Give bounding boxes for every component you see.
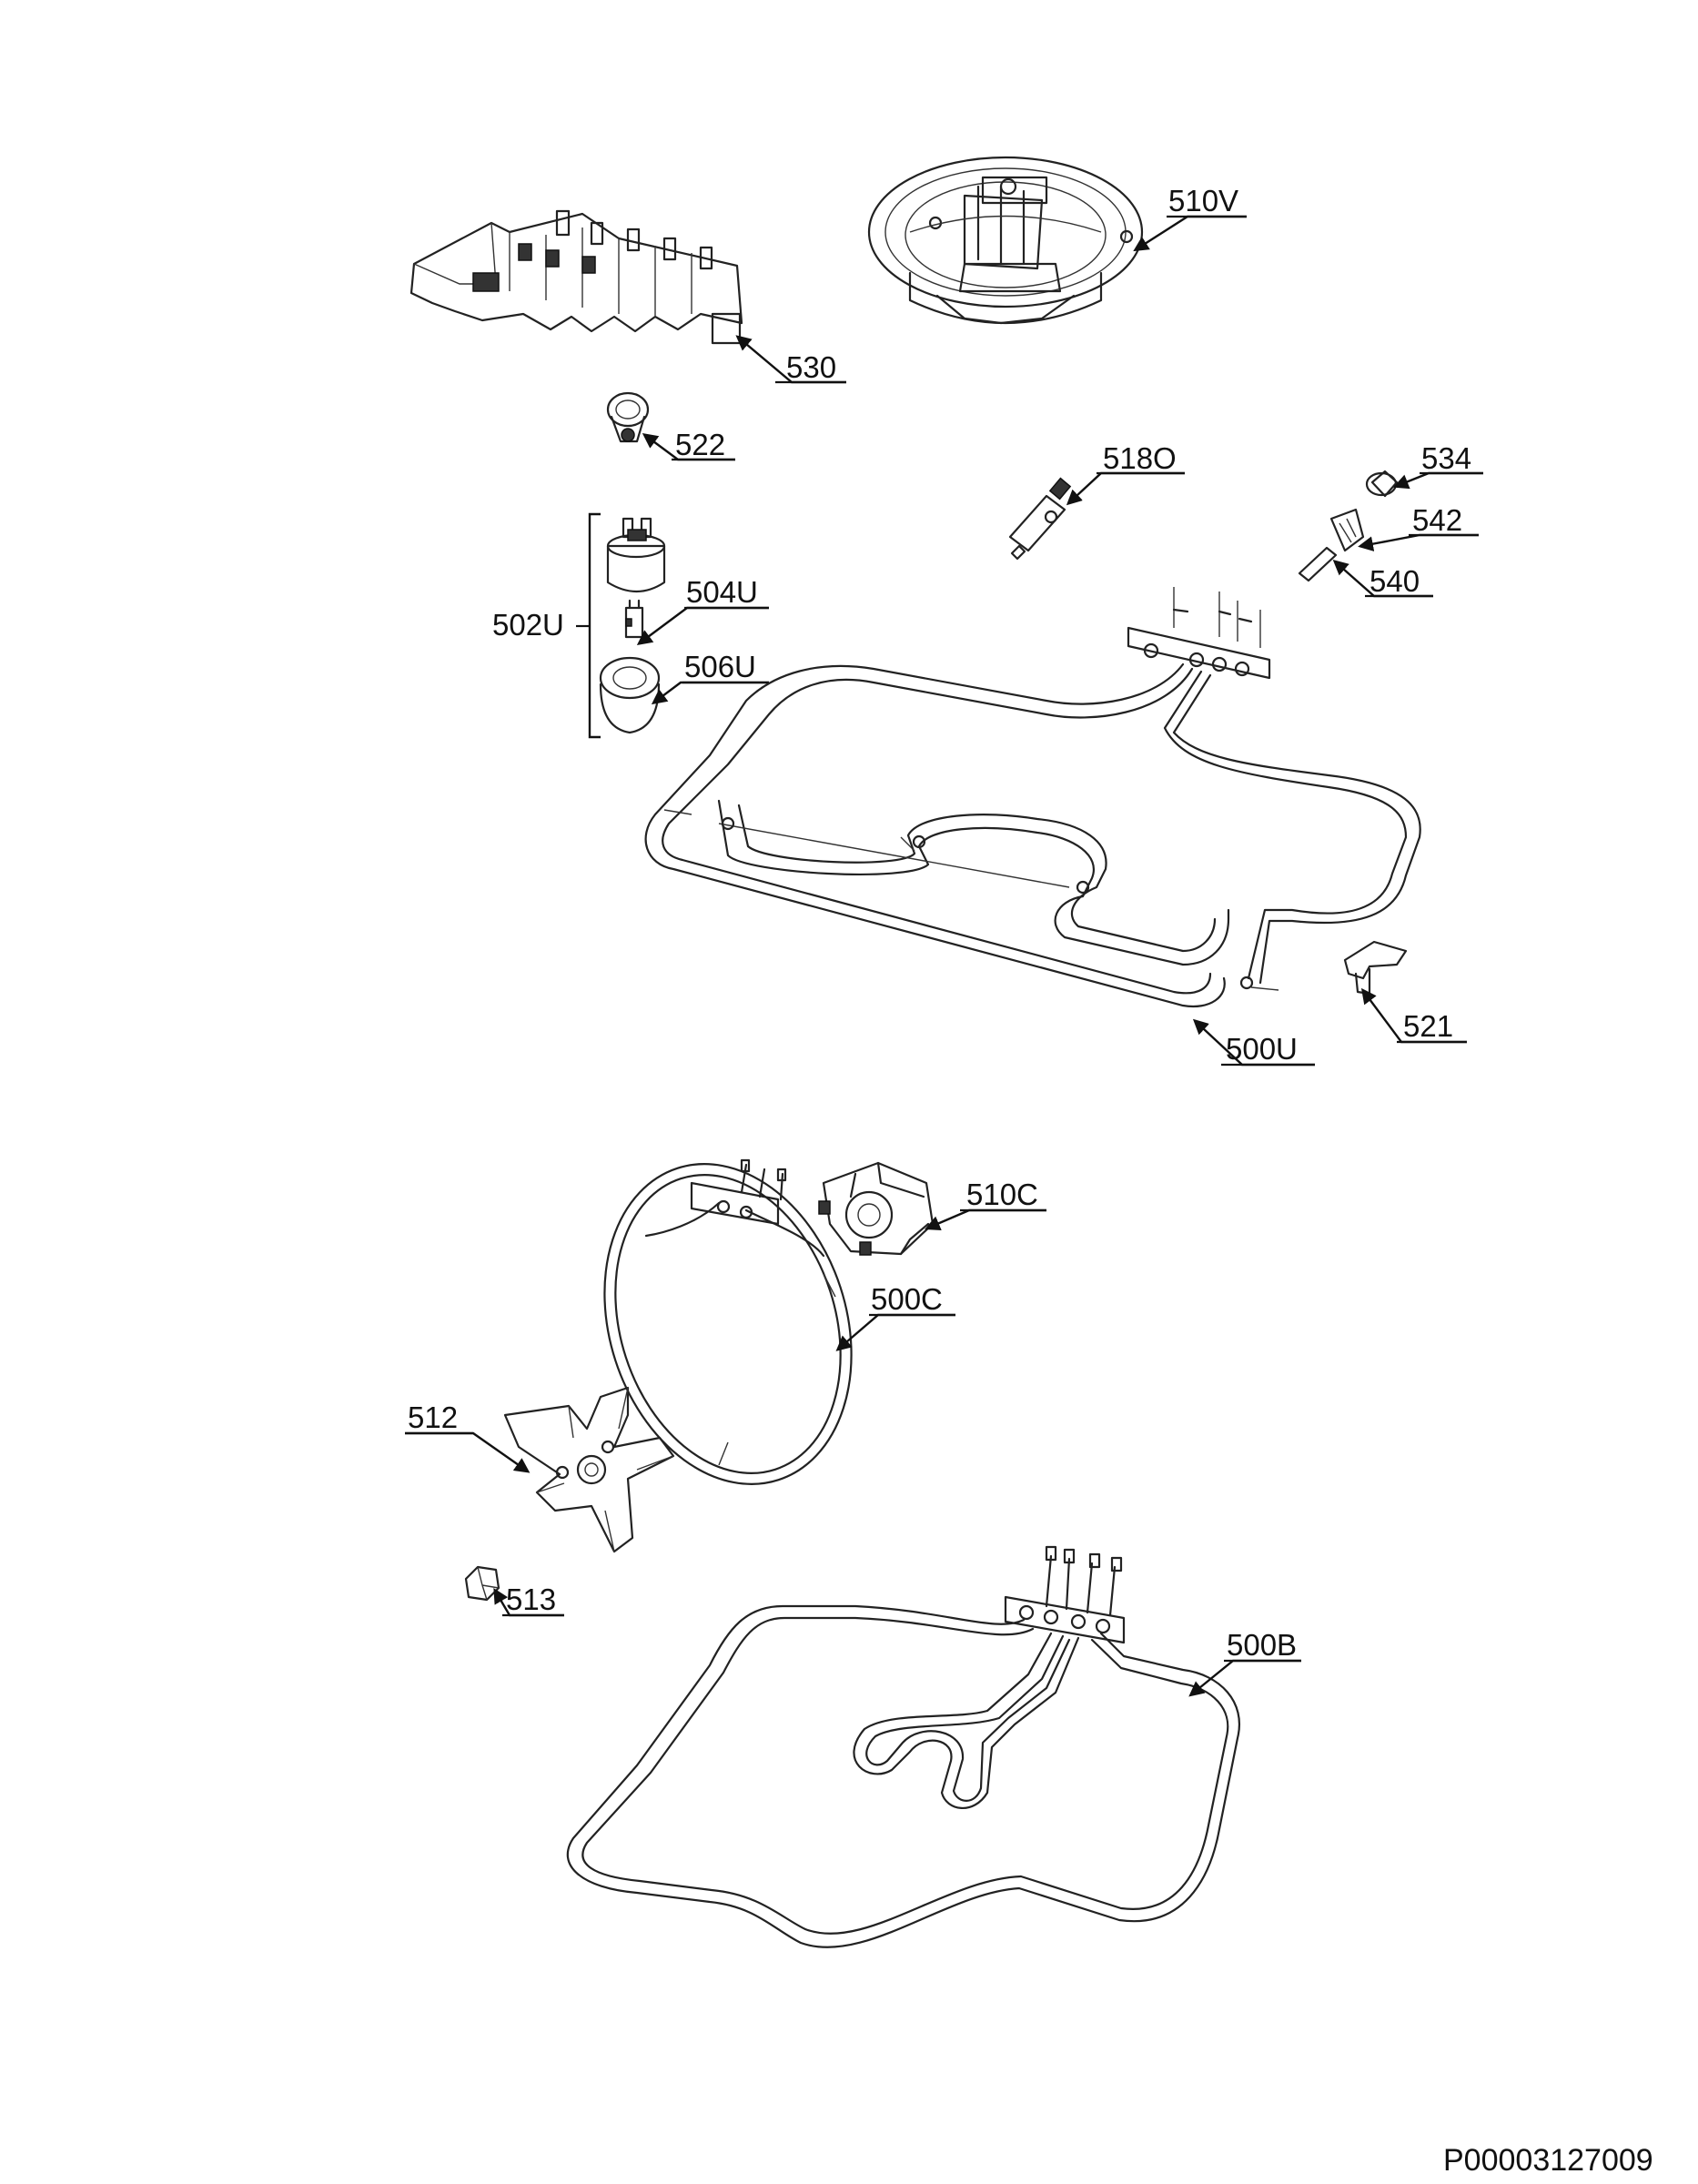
leader-504U: 504U	[636, 575, 769, 646]
label-500B: 500B	[1227, 1628, 1297, 1662]
leader-500U: 500U	[1192, 1018, 1315, 1067]
convection-fan-motor-510C	[818, 1161, 935, 1256]
lamp-holder	[606, 517, 666, 592]
lens-542	[1329, 508, 1365, 552]
label-510V: 510V	[1168, 184, 1238, 217]
leader-510C: 510C	[925, 1178, 1046, 1231]
leader-518O: 518O	[1066, 441, 1185, 506]
label-513: 513	[506, 1582, 556, 1616]
label-518O: 518O	[1103, 441, 1177, 475]
leader-512: 512	[405, 1400, 531, 1473]
label-542: 542	[1412, 503, 1462, 537]
clip-522	[606, 391, 650, 443]
label-521: 521	[1403, 1009, 1453, 1043]
lamp-bulb-504U	[624, 599, 644, 639]
label-530: 530	[786, 350, 836, 384]
document-id: P00003127009	[1443, 2143, 1653, 2178]
leader-521: 521	[1360, 987, 1467, 1044]
lamp-cover-506U	[599, 656, 661, 734]
circular-heating-element-500C	[603, 1158, 853, 1485]
leader-522: 522	[642, 428, 735, 461]
label-512: 512	[408, 1400, 458, 1434]
lamp-assembly-502U	[576, 512, 666, 739]
leader-540: 540	[1332, 559, 1433, 598]
fan-blade-512	[503, 1386, 675, 1553]
label-540: 540	[1370, 564, 1420, 598]
label-506U: 506U	[684, 650, 756, 683]
label-534: 534	[1421, 441, 1471, 475]
seal-540	[1298, 546, 1338, 582]
leader-513: 513	[493, 1582, 564, 1617]
clip-521	[1343, 940, 1408, 996]
cap-534	[1365, 470, 1399, 498]
leader-542: 542	[1358, 503, 1479, 551]
label-510C: 510C	[966, 1178, 1038, 1211]
probe-518O	[1008, 477, 1072, 561]
leader-534: 534	[1392, 441, 1483, 490]
nut-513	[464, 1565, 500, 1602]
leader-510V: 510V	[1133, 184, 1247, 252]
label-500U: 500U	[1226, 1032, 1298, 1066]
leader-500B: 500B	[1188, 1628, 1301, 1697]
lower-heating-element-500B	[566, 1545, 1240, 1948]
terminal-block-530	[409, 209, 743, 345]
fan-motor-510V	[867, 156, 1144, 325]
upper-heating-element-500U	[644, 587, 1421, 1008]
leader-530: 530	[735, 335, 846, 384]
leader-500C: 500C	[835, 1282, 955, 1351]
leader-506U: 506U	[651, 650, 769, 705]
label-522: 522	[675, 428, 725, 461]
label-504U: 504U	[686, 575, 758, 609]
label-502U: 502U	[492, 608, 564, 642]
leader-502U: 502U	[492, 608, 564, 642]
label-500C: 500C	[871, 1282, 943, 1316]
